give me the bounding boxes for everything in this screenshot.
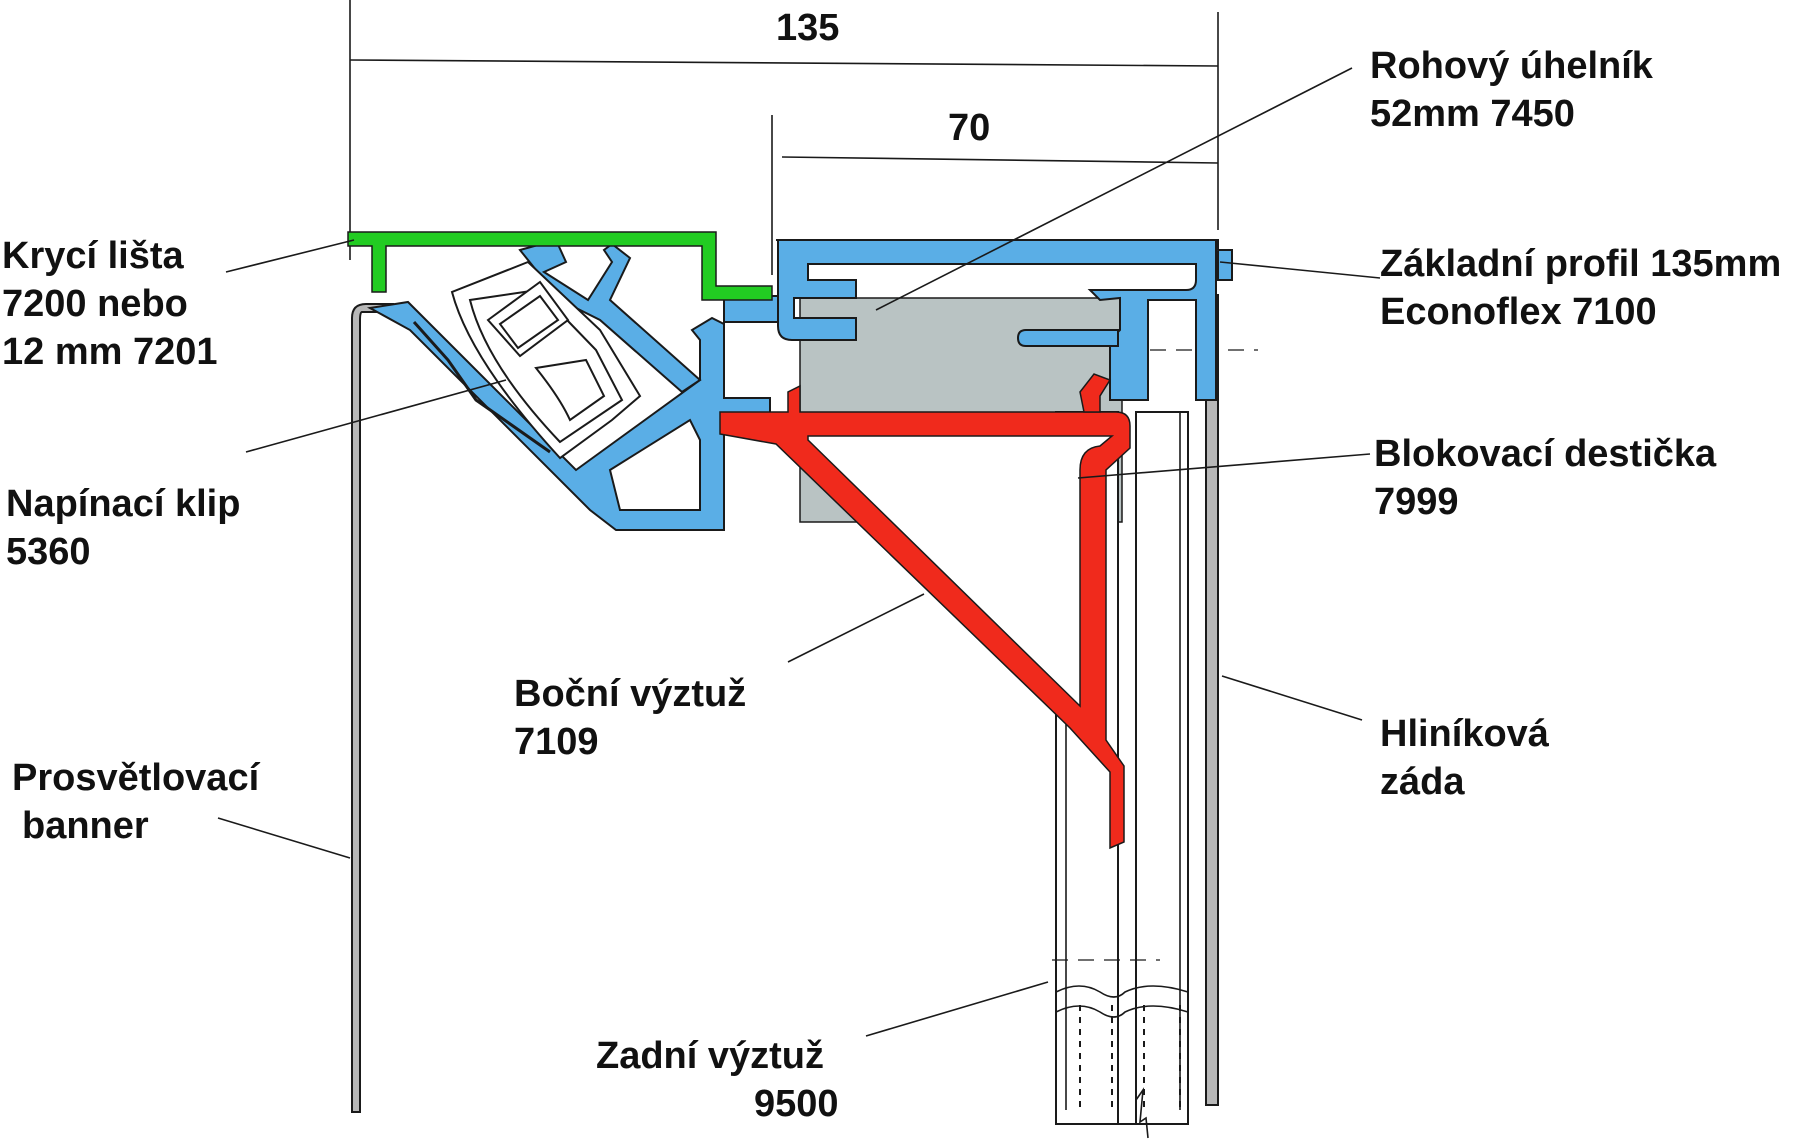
label-cover-strip-line1: Krycí lišta: [2, 235, 185, 277]
side-brace: [719, 373, 1131, 850]
label-side-brace: Boční výztuž 7109: [514, 673, 746, 763]
label-base-profile-line2: Econoflex 7100: [1380, 291, 1657, 333]
label-locking-plate-line2: 7999: [1374, 481, 1459, 523]
dimension-lines: [349, 0, 1219, 275]
label-base-profile-line1: Základní profil 135mm: [1380, 243, 1781, 285]
aluminium-back-plate: [1205, 294, 1219, 1106]
label-backlit-banner-line2: banner: [22, 805, 149, 847]
label-cover-strip-line3: 12 mm 7201: [2, 331, 218, 373]
label-cover-strip: Krycí lišta 7200 nebo 12 mm 7201: [2, 235, 218, 373]
label-backlit-banner-line1: Prosvětlovací: [12, 757, 261, 799]
label-rear-brace-line1: Zadní výztuž: [596, 1035, 824, 1077]
dimension-inner-label: 70: [948, 107, 990, 149]
label-side-brace-line2: 7109: [514, 721, 599, 763]
label-base-profile: Základní profil 135mm Econoflex 7100: [1380, 243, 1781, 333]
label-corner-bracket-line2: 52mm 7450: [1370, 93, 1575, 135]
tension-clip: [412, 260, 642, 460]
label-locking-plate-line1: Blokovací destička: [1374, 433, 1717, 475]
label-backlit-banner: Prosvětlovací banner: [12, 757, 261, 847]
label-cover-strip-line2: 7200 nebo: [2, 283, 188, 325]
label-tension-clip-line2: 5360: [6, 531, 91, 573]
label-tension-clip-line1: Napínací klip: [6, 483, 240, 525]
base-profile: [366, 238, 1233, 531]
rear-brace: [1055, 411, 1189, 1139]
label-corner-bracket: Rohový úhelník 52mm 7450: [1370, 45, 1654, 135]
label-aluminium-back-line1: Hliníková: [1380, 713, 1550, 755]
label-aluminium-back-line2: záda: [1380, 761, 1465, 803]
label-aluminium-back: Hliníková záda: [1380, 713, 1550, 803]
label-tension-clip: Napínací klip 5360: [6, 483, 240, 573]
label-locking-plate: Blokovací destička 7999: [1374, 433, 1717, 523]
cover-strip: [347, 231, 773, 301]
label-rear-brace-line2: 9500: [754, 1083, 839, 1125]
backlit-banner: [351, 303, 395, 1113]
leader-lines: [217, 67, 1381, 1037]
dimension-overall-label: 135: [776, 7, 839, 49]
label-side-brace-line1: Boční výztuž: [514, 673, 746, 715]
label-rear-brace: Zadní výztuž 9500: [596, 1035, 839, 1125]
label-corner-bracket-line1: Rohový úhelník: [1370, 45, 1654, 87]
